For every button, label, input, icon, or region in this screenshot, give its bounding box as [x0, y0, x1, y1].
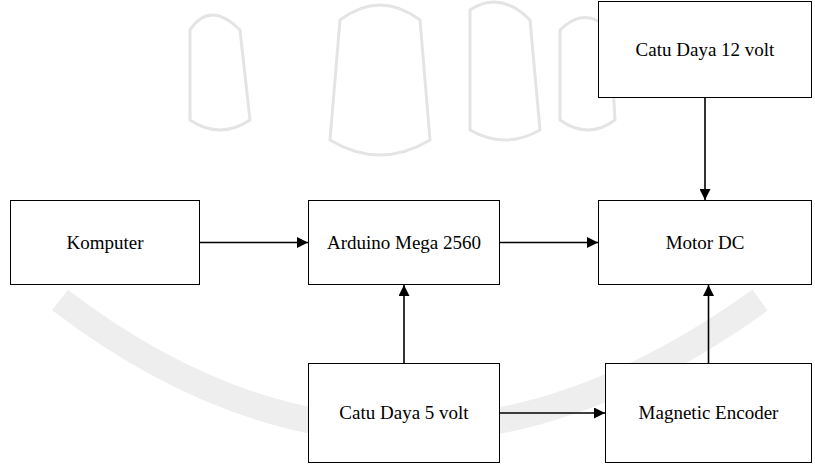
power-supply-box: Catu Daya 12 volt [598, 1, 812, 98]
box-label: Motor DC [656, 223, 755, 263]
power-supply-box: Catu Daya 5 volt [308, 363, 500, 463]
box-label: Komputer [56, 223, 153, 263]
arrow-connector [708, 285, 710, 363]
arrow-connector [403, 285, 405, 363]
controller-box: Arduino Mega 2560 [308, 200, 500, 285]
arrow-connector [200, 242, 308, 244]
box-label: Magnetic Encoder [629, 393, 789, 433]
arrow-connector [500, 412, 605, 414]
box-label: Arduino Mega 2560 [317, 223, 491, 263]
arrow-connector [500, 242, 598, 244]
box-label: Catu Daya 5 volt [329, 393, 478, 433]
box-label: Catu Daya 12 volt [626, 30, 785, 70]
arrow-connector [704, 98, 706, 200]
motor-box: Motor DC [598, 200, 812, 285]
encoder-box: Magnetic Encoder [605, 363, 812, 463]
computer-box: Komputer [10, 200, 200, 285]
